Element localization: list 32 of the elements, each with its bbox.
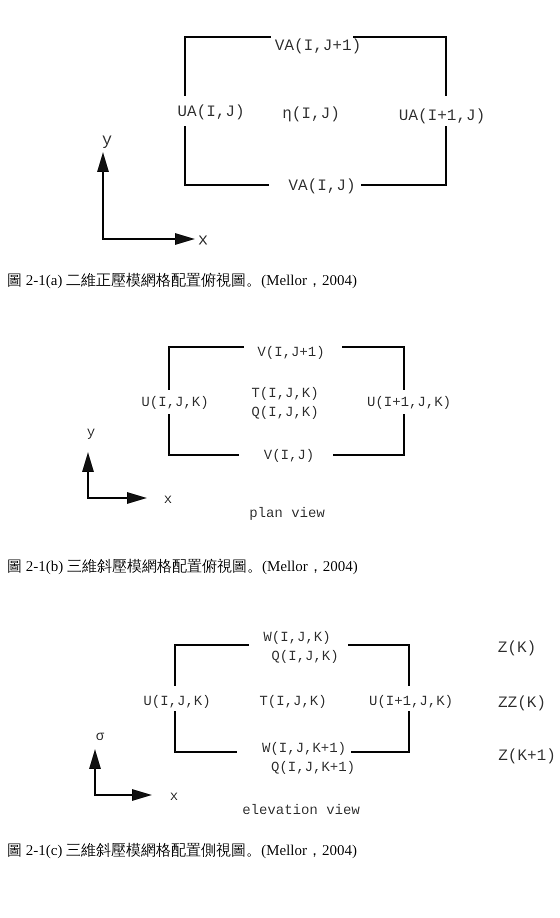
variable-label: Q(I,J,K) bbox=[271, 650, 339, 664]
figure-caption: 圖 2-1(b) 三維斜壓模網格配置俯視圖。(Mellor，2004) bbox=[7, 558, 358, 576]
variable-label: Q(I,J,K) bbox=[251, 406, 319, 420]
view-label: plan view bbox=[249, 507, 325, 521]
variable-label: W(I,J,K) bbox=[263, 631, 331, 645]
variable-label: T(I,J,K) bbox=[259, 695, 327, 709]
variable-label: U(I+1,J,K) bbox=[369, 695, 453, 709]
variable-label: W(I,J,K+1) bbox=[262, 742, 346, 756]
variable-label: Q(I,J,K+1) bbox=[271, 761, 355, 775]
level-label: Z(K) bbox=[498, 640, 536, 656]
variable-label: η(I,J) bbox=[282, 106, 340, 122]
axis-label: σ bbox=[96, 730, 104, 744]
variable-label: U(I,J,K) bbox=[141, 396, 209, 410]
view-label: elevation view bbox=[242, 804, 360, 818]
variable-label: UA(I,J) bbox=[177, 104, 245, 120]
variable-label: T(I,J,K) bbox=[251, 387, 319, 401]
axis-label: x bbox=[164, 493, 172, 507]
axis-label: x bbox=[170, 790, 178, 804]
variable-label: VA(I,J) bbox=[288, 178, 356, 194]
level-label: ZZ(K) bbox=[498, 695, 546, 711]
level-label: Z(K+1) bbox=[498, 748, 556, 764]
axis-label: y bbox=[102, 132, 112, 150]
variable-label: V(I,J+1) bbox=[257, 346, 325, 360]
variable-label: U(I,J,K) bbox=[143, 695, 211, 709]
figure-caption: 圖 2-1(a) 二維正壓模網格配置俯視圖。(Mellor，2004) bbox=[7, 272, 357, 290]
figure-caption: 圖 2-1(c) 三維斜壓模網格配置側視圖。(Mellor，2004) bbox=[7, 842, 357, 860]
axis-label: y bbox=[86, 426, 96, 440]
variable-label: VA(I,J+1) bbox=[274, 38, 362, 54]
variable-label: U(I+1,J,K) bbox=[367, 396, 451, 410]
axis-label: x bbox=[198, 232, 208, 250]
variable-label: UA(I+1,J) bbox=[398, 108, 486, 124]
variable-label: V(I,J) bbox=[264, 449, 314, 463]
